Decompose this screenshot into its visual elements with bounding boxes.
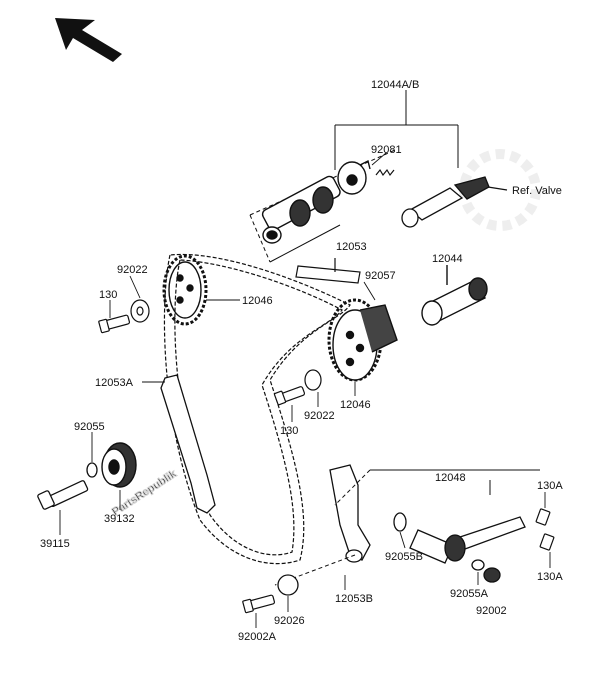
label-92057: 92057 <box>365 270 396 282</box>
sprocket-lower-12046 <box>327 298 398 382</box>
tensioner-12048 <box>409 516 526 564</box>
label-92002: 92002 <box>476 605 507 617</box>
label-92055: 92055 <box>74 421 105 433</box>
washer-92055a <box>471 559 485 571</box>
oring-92055b <box>393 512 407 532</box>
bolt-130-lower <box>273 386 306 406</box>
guide-12053b <box>329 464 371 563</box>
sprocket-upper-12046 <box>162 254 208 326</box>
label-12046-lower: 12046 <box>340 399 371 411</box>
label-39115: 39115 <box>40 538 70 550</box>
washer-92022-lower <box>304 369 322 391</box>
label-12044ab: 12044A/B <box>371 79 419 91</box>
label-92055b: 92055B <box>385 551 423 563</box>
label-130-upper: 130 <box>99 289 117 301</box>
guide-12053a <box>160 374 216 514</box>
bolt-130a-lower <box>539 533 555 551</box>
label-12044: 12044 <box>432 253 463 265</box>
label-92022-upper: 92022 <box>117 264 148 276</box>
label-130A-lower: 130A <box>537 571 563 583</box>
label-12053a: 12053A <box>95 377 134 389</box>
bolt-39115 <box>37 480 89 510</box>
plug-92002 <box>483 567 501 583</box>
rocker-ref-valve <box>401 176 508 228</box>
ring-92055 <box>86 462 98 478</box>
label-130-lower: 130 <box>280 425 298 437</box>
spring-92081 <box>375 168 395 177</box>
label-12053b: 12053B <box>335 593 373 605</box>
label-92055a: 92055A <box>450 588 489 600</box>
bracket-12048 <box>274 469 540 586</box>
arrow-northwest-icon <box>55 18 122 62</box>
part-labels: 12044A/B 92081 Ref. Valve 12053 92022 92… <box>40 79 563 643</box>
bolt-130-upper <box>98 314 131 334</box>
part-12053 <box>295 258 361 284</box>
camshaft-upper <box>261 159 371 244</box>
label-39132: 39132 <box>104 513 135 525</box>
label-12048: 12048 <box>435 472 466 484</box>
label-92026: 92026 <box>274 615 305 627</box>
collar-92026 <box>277 574 299 596</box>
pulley-39132 <box>101 442 137 488</box>
leader-lines <box>59 152 551 628</box>
label-130A-upper: 130A <box>537 480 563 492</box>
label-92002a: 92002A <box>238 631 277 643</box>
label-12046-upper: 12046 <box>242 295 273 307</box>
camshaft-12044 <box>421 265 488 326</box>
washer-92022-upper <box>130 299 150 323</box>
label-92022-lower: 92022 <box>304 410 335 422</box>
label-12053: 12053 <box>336 241 367 253</box>
bolt-92002a <box>242 594 276 614</box>
label-92081: 92081 <box>371 144 402 156</box>
label-ref-valve: Ref. Valve <box>512 185 562 197</box>
bolt-130a-upper <box>535 508 551 526</box>
